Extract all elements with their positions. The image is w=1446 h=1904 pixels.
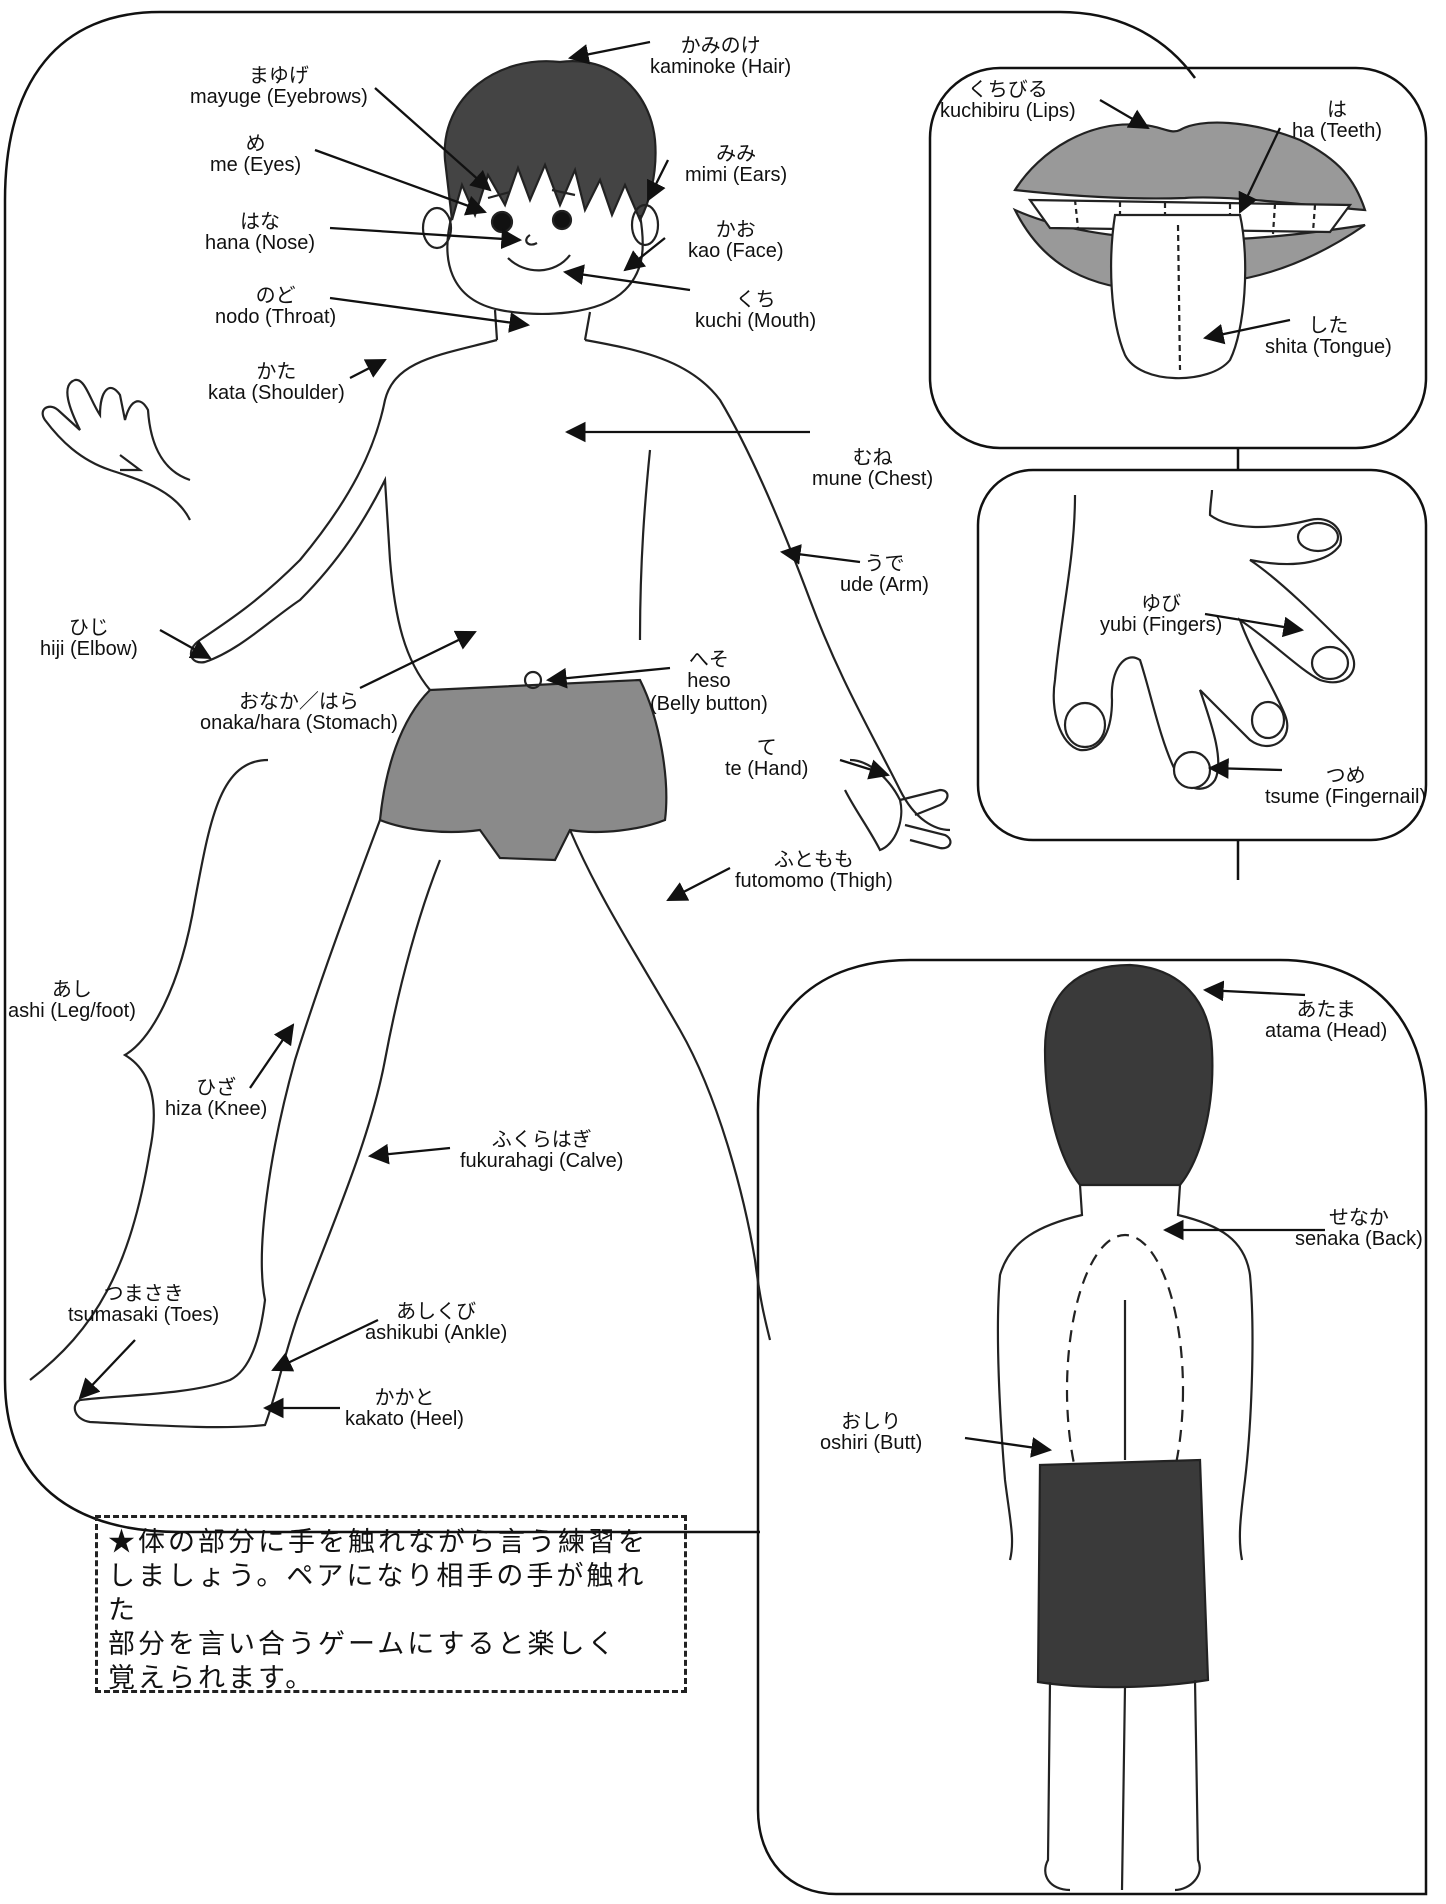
front-boy	[30, 61, 950, 1427]
arrow-head	[1205, 990, 1305, 995]
hand-drawing	[1054, 490, 1354, 789]
arrow-face	[625, 238, 665, 270]
back-boy	[998, 965, 1253, 1890]
note-line-2: しましょう。ペアになり相手の手が触れた	[108, 1560, 674, 1628]
arrow-thigh	[668, 868, 730, 900]
front-right-leg	[570, 830, 770, 1340]
front-head	[447, 215, 642, 314]
front-hair	[445, 61, 656, 220]
arrow-hair	[570, 42, 650, 58]
arrow-calve	[370, 1148, 450, 1156]
arrow-stomach	[360, 632, 475, 688]
arrow-elbow	[160, 630, 210, 658]
note-line-1: ★体の部分に手を触れながら言う練習を	[108, 1526, 674, 1560]
front-right-hand	[845, 760, 950, 850]
note-line-4: 覚えられます。	[108, 1662, 674, 1696]
front-left-hand	[43, 380, 190, 520]
arrow-throat	[330, 298, 528, 325]
arrow-toes	[80, 1340, 135, 1398]
arrow-shoulder	[350, 360, 385, 378]
note-line-3: 部分を言い合うゲームにすると楽しく	[108, 1628, 674, 1662]
instruction-note: ★体の部分に手を触れながら言う練習を しましょう。ペアになり相手の手が触れた 部…	[95, 1515, 687, 1693]
arrow-butt	[965, 1438, 1050, 1450]
front-shorts	[380, 680, 666, 860]
